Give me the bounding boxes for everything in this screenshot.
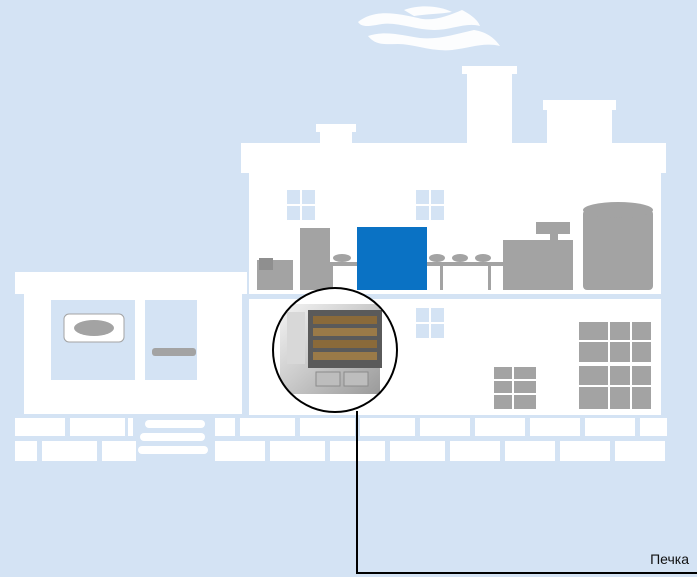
steam-cloud-icon [358, 6, 500, 50]
oven-callout-label: Печка [650, 551, 689, 567]
deck-oven-icon [357, 227, 427, 290]
bread-loaf-icon [64, 314, 124, 342]
road-bricks [15, 418, 667, 461]
oven-magnifier [273, 288, 397, 412]
steps [138, 420, 208, 454]
shop-building [15, 272, 247, 414]
